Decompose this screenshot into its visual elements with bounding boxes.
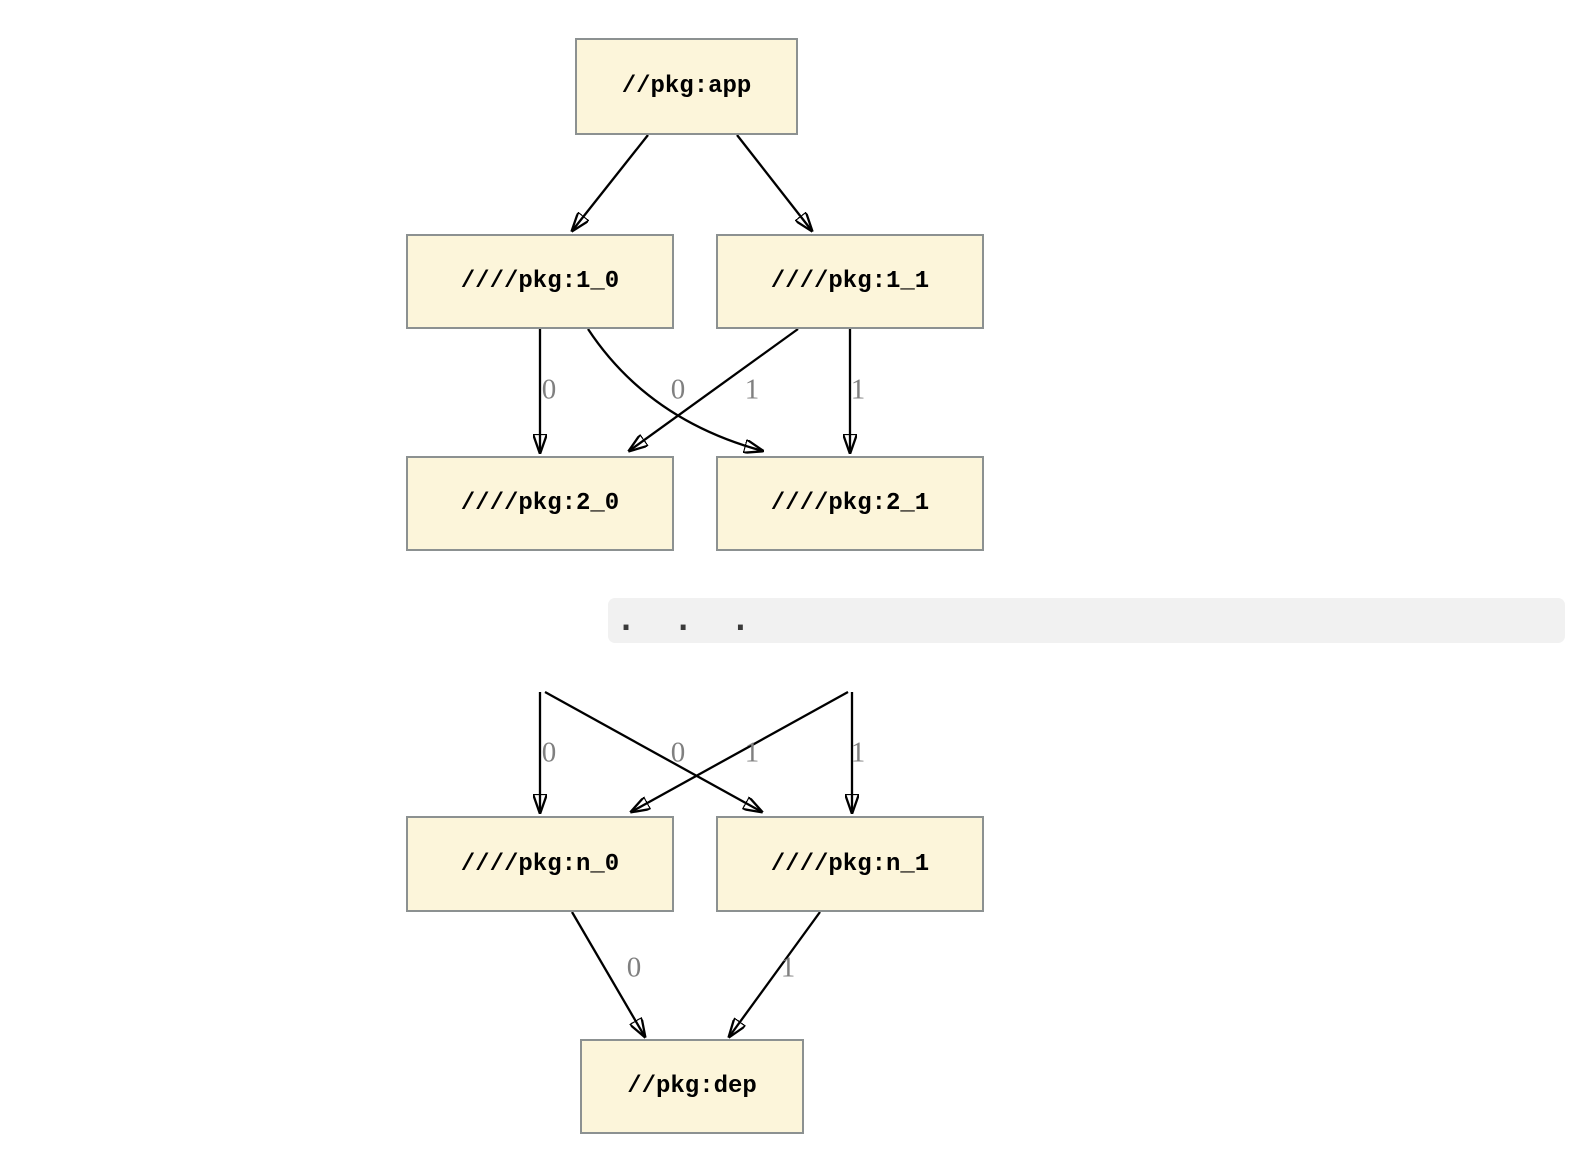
edge-label-1_0-2_1: 1 (744, 373, 760, 406)
edge-label-1_0-2_0: 0 (541, 373, 557, 406)
edge-app-to-1_1 (736, 134, 812, 231)
edge-label-1_1-2_1: 1 (850, 373, 866, 406)
node-pkg-1_0: ////pkg:1_0 (406, 234, 674, 329)
node-pkg-n_1: ////pkg:n_1 (716, 816, 984, 912)
edge-1_1-to-2_0 (629, 328, 799, 451)
edge-n_0-to-dep (571, 911, 645, 1037)
edge-label-n_0-dep: 0 (626, 951, 642, 984)
edge-ellipsis-to-n_0-diagonal (631, 690, 849, 812)
edge-label-ellipsis-n_0-diagonal: 0 (670, 736, 686, 769)
node-pkg-2_0: ////pkg:2_0 (406, 456, 674, 551)
edge-label-1_1-2_0: 0 (670, 373, 686, 406)
edge-n_1-to-dep (729, 911, 821, 1037)
edge-app-to-1_0 (572, 134, 649, 231)
node-pkg-2_1: ////pkg:2_1 (716, 456, 984, 551)
node-pkg-app: //pkg:app (575, 38, 798, 135)
node-pkg-dep: //pkg:dep (580, 1039, 804, 1134)
node-pkg-n_0: ////pkg:n_0 (406, 816, 674, 912)
edge-1_0-to-2_1 (587, 328, 763, 451)
edge-label-ellipsis-n_0-vertical: 0 (541, 736, 557, 769)
edge-label-n_1-dep: 1 (780, 951, 796, 984)
edge-ellipsis-to-n_1-diagonal (544, 690, 762, 812)
ellipsis-band: . . . (608, 598, 1565, 643)
ellipsis-label: . . . (617, 603, 751, 638)
edge-label-ellipsis-n_1-diagonal: 1 (744, 736, 760, 769)
edge-label-ellipsis-n_1-vertical: 1 (850, 736, 866, 769)
node-pkg-1_1: ////pkg:1_1 (716, 234, 984, 329)
